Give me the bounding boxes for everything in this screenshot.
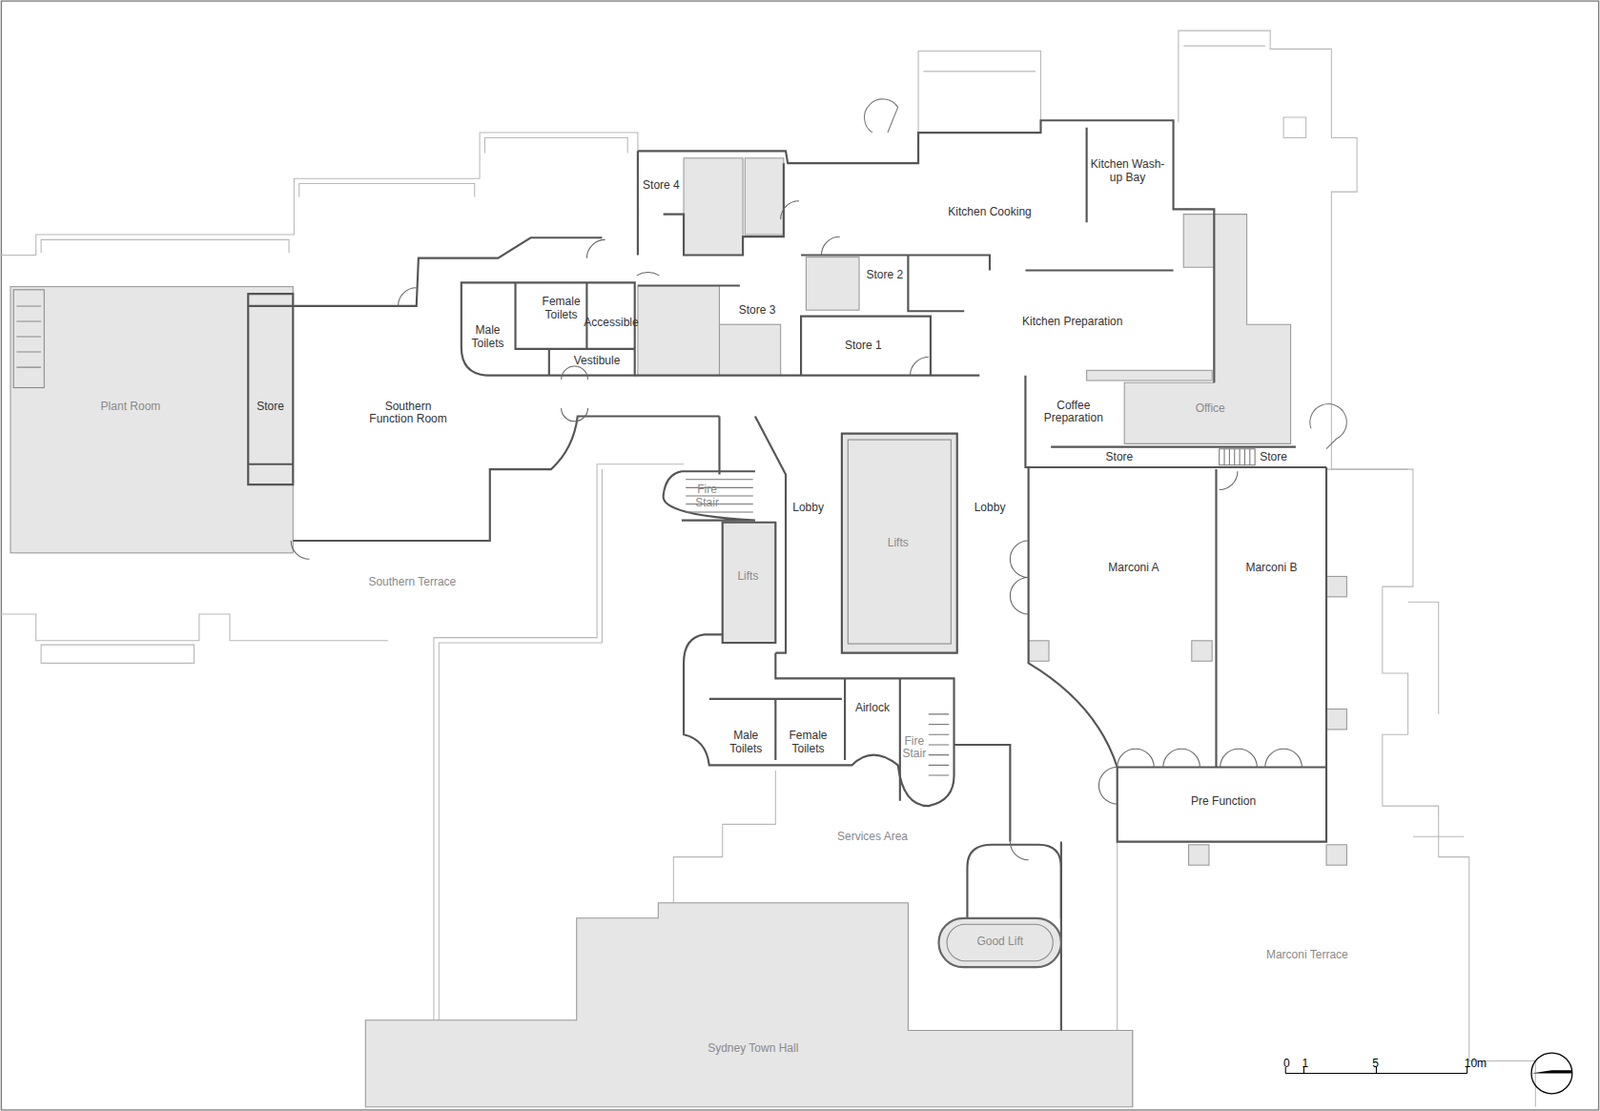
room: Lifts [726, 569, 769, 585]
room: Sydney Town Hall [694, 1041, 813, 1057]
room: Plant Room [85, 399, 176, 415]
area-name: Lobby [974, 501, 1006, 515]
room: Marconi A [1098, 560, 1170, 576]
room: Southern Function Room [362, 399, 454, 429]
room-name: Store [1097, 451, 1142, 465]
area-name: Southern Terrace [368, 575, 456, 590]
room: Office [1186, 401, 1234, 417]
room-name: Fire Stair [690, 483, 725, 511]
room: Store 2 [861, 267, 909, 284]
room: Store 1 [837, 338, 889, 354]
room-name: Female Toilets [782, 729, 835, 757]
room-name: Kitchen Wash-up Bay [1089, 158, 1167, 185]
room: Fire Stair [688, 482, 727, 512]
stair-treads [685, 99, 1347, 776]
room-name: Lifts [728, 570, 767, 584]
area-name: Services Area [837, 830, 908, 844]
scale-figure: 0 [1283, 1057, 1291, 1071]
room-name: Airlock [847, 701, 898, 716]
room: Accessible [577, 315, 645, 331]
north-point [1531, 1052, 1573, 1094]
walls [247, 120, 1327, 1030]
room-name: Plant Room [87, 400, 174, 414]
room-name: Kitchen Preparation [1015, 315, 1130, 329]
room: Male Toilets [464, 323, 513, 352]
room: Lifts [877, 535, 920, 552]
room: Airlock [845, 700, 900, 717]
room-name: Fire Stair [897, 735, 932, 762]
solid-areas [10, 158, 1347, 1108]
room-name: Pre Function [1182, 795, 1265, 809]
room-name: Lifts [879, 536, 918, 551]
room: Fire Stair [895, 734, 934, 763]
room-name: Coffee Preparation [1039, 399, 1108, 427]
room-name: Male Toilets [466, 324, 511, 351]
room: Marconi B [1235, 560, 1307, 576]
room: Female Toilets [780, 728, 837, 758]
room: Pre Function [1180, 794, 1267, 810]
scale-figure: 5 [1372, 1057, 1379, 1071]
room: Vestibule [566, 353, 628, 370]
room: Kitchen Cooking [940, 205, 1040, 221]
good-lift-car [946, 923, 1053, 962]
room-name: Office [1188, 402, 1232, 416]
room-name: Store 2 [862, 268, 907, 283]
room-name: Female Toilets [537, 295, 586, 323]
room-name: Male Toilets [722, 729, 769, 757]
room-name: Kitchen Cooking [942, 205, 1038, 220]
door-swings [290, 201, 1302, 861]
room: Kitchen Wash-up Bay [1087, 157, 1169, 186]
room-name: Sydney Town Hall [696, 1042, 811, 1056]
room: Kitchen Preparation [1013, 314, 1132, 330]
area-name: Marconi Terrace [1266, 948, 1349, 963]
room-name: Good Lift [969, 935, 1031, 949]
room: Male Toilets [720, 728, 771, 758]
room: Store [1252, 450, 1295, 466]
scale-figure: 10m [1464, 1057, 1487, 1071]
scale-figure: 1 [1301, 1057, 1309, 1071]
room-name: Store [1254, 451, 1293, 465]
room-name: Store 4 [636, 179, 685, 193]
area-name: Lobby [792, 501, 824, 515]
room: Good Lift [967, 934, 1033, 950]
room: Store 3 [733, 303, 781, 319]
room-name: Store 3 [735, 304, 780, 318]
room: Female Toilets [535, 294, 588, 324]
room-name: Store [251, 400, 290, 414]
room-name: Southern Function Room [364, 400, 452, 428]
room: Store [1095, 450, 1144, 466]
room-name: Marconi B [1237, 561, 1305, 575]
room-name: Store 1 [839, 339, 887, 353]
room-name: Vestibule [568, 354, 626, 369]
room: Store 4 [635, 178, 687, 194]
good-lift-car [938, 918, 1061, 967]
lift-cars [13, 289, 951, 644]
room: Store [249, 399, 292, 415]
room: Coffee Preparation [1037, 398, 1110, 428]
room-name: Accessible [579, 316, 643, 330]
room-name: Marconi A [1100, 561, 1168, 575]
site-outline [0, 30, 1536, 1108]
